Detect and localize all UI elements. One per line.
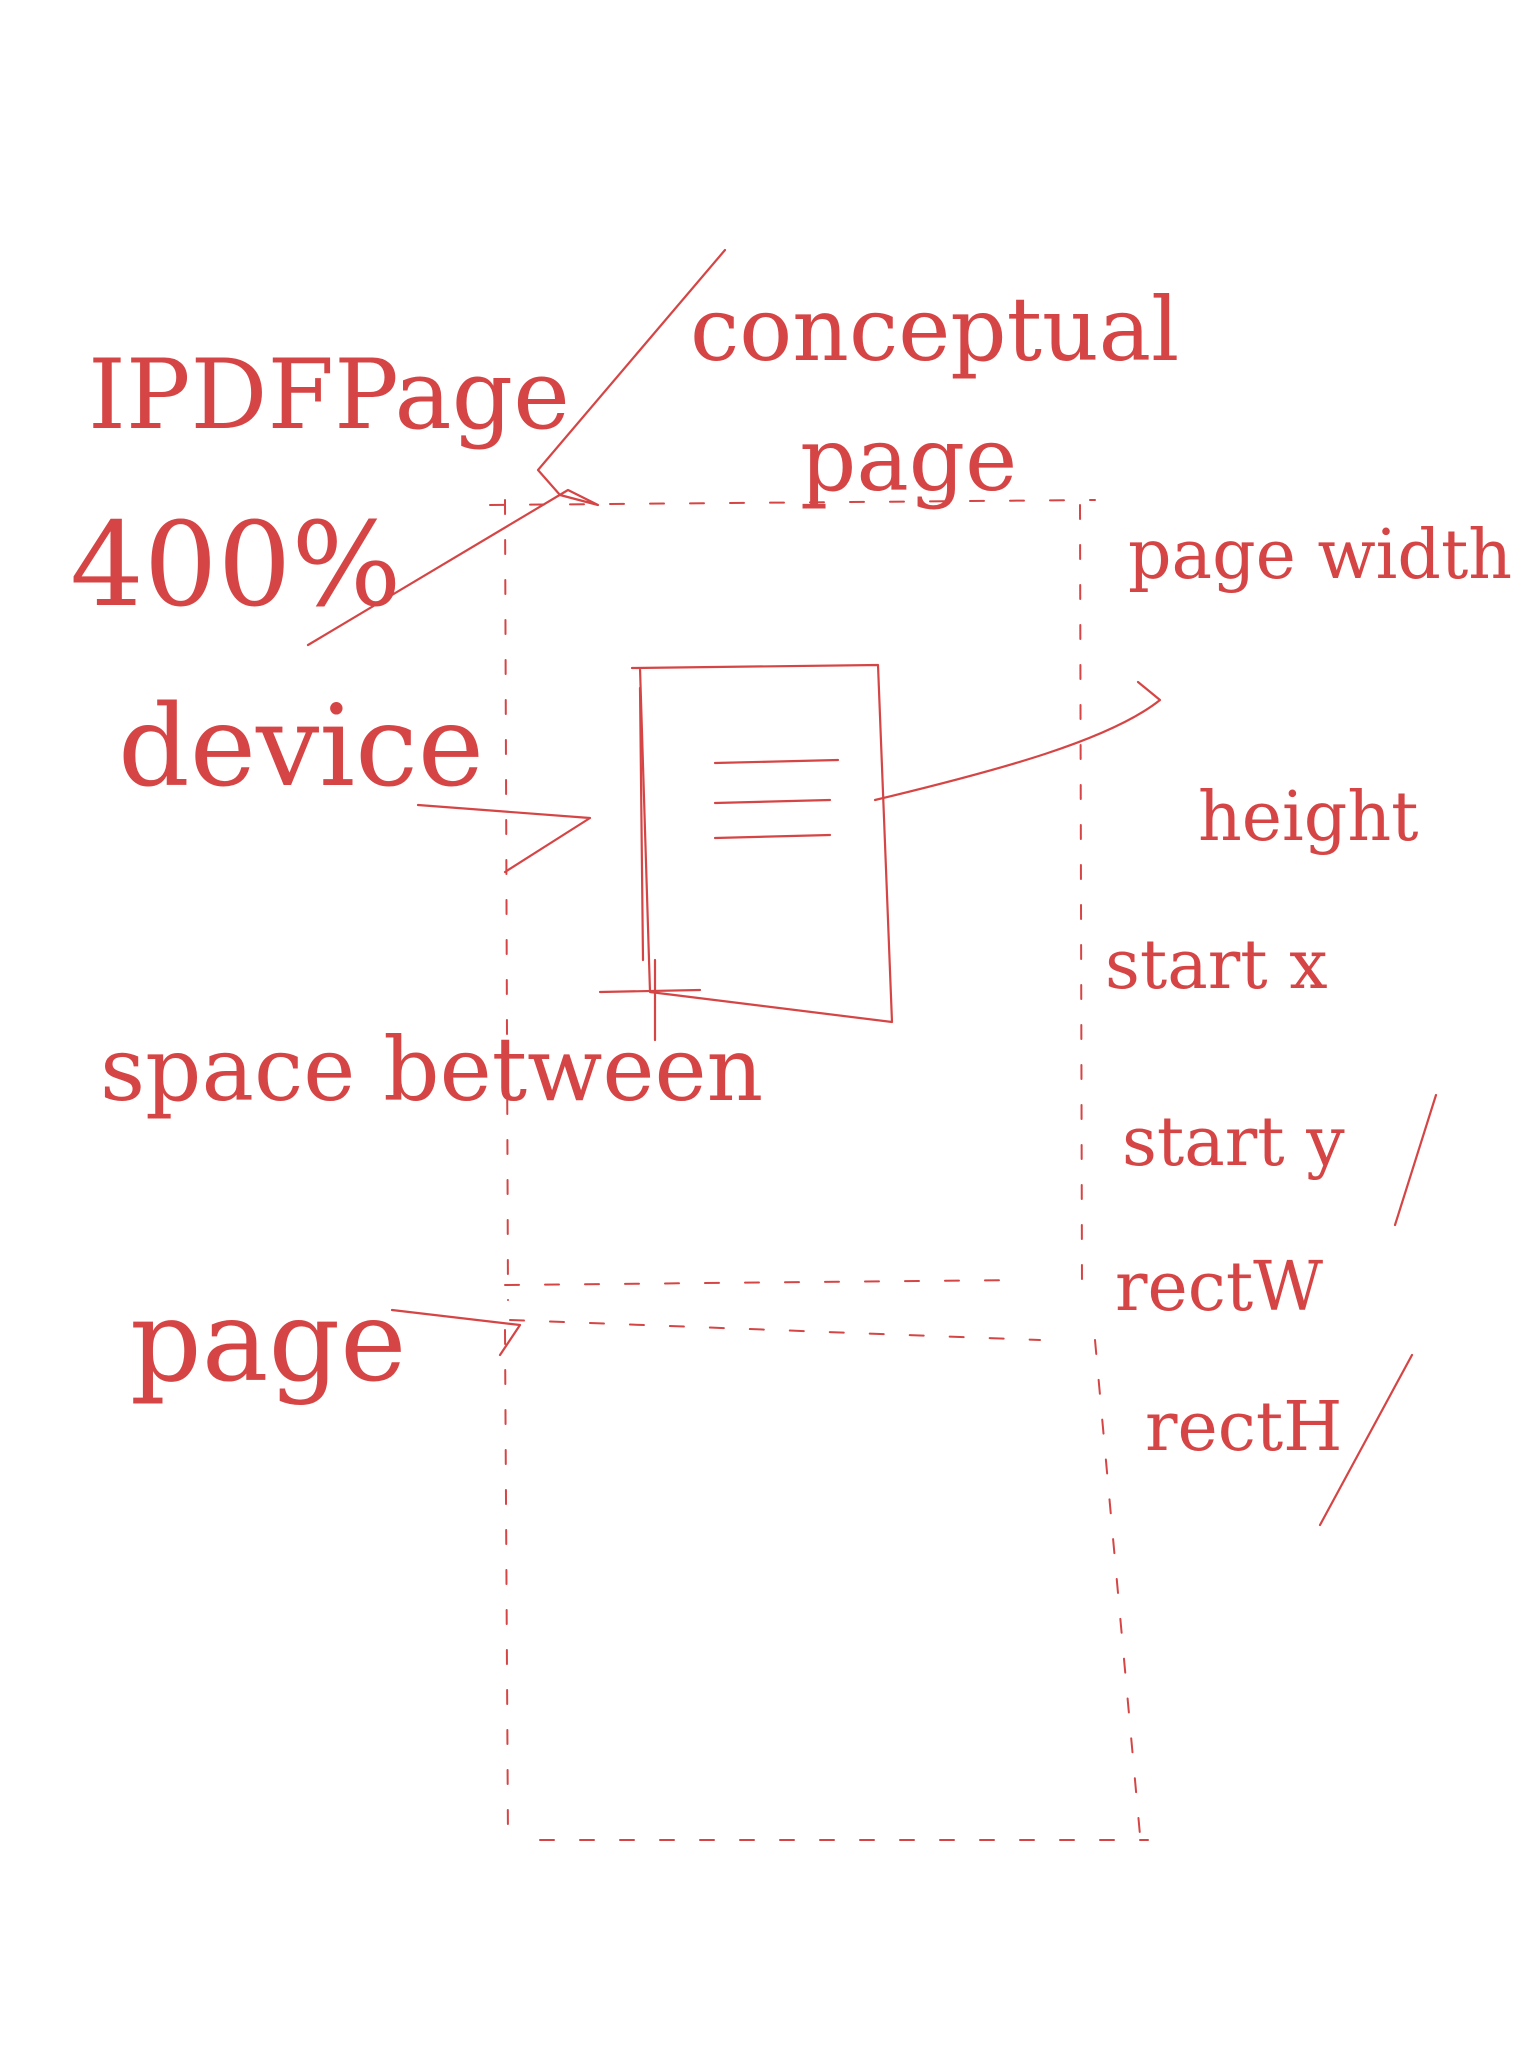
- text-line-2: [713, 798, 832, 805]
- conceptual-label: conceptual: [690, 278, 1179, 381]
- strikethrough-slash: [306, 248, 727, 647]
- device-page: [598, 663, 894, 1042]
- text-line-1: [713, 758, 840, 765]
- start-y-slash: [1393, 1093, 1438, 1227]
- ipdf-page-label: IPDFPage: [88, 339, 570, 451]
- device-arrow: [416, 803, 592, 874]
- rect-w-label: rectW: [1115, 1248, 1323, 1327]
- conceptual-page-2: [504, 1319, 1149, 1841]
- page-width-label: page width: [1128, 516, 1512, 595]
- height-label: height: [1198, 778, 1418, 857]
- space-arrow: [390, 1308, 522, 1357]
- conceptual-page-1: [489, 499, 1096, 1301]
- text-line-3: [713, 833, 832, 840]
- width-arrow: [873, 680, 1162, 802]
- conceptual-page-label: page: [800, 408, 1017, 511]
- zoom-label: 400%: [70, 498, 402, 633]
- start-x-label: start x: [1105, 926, 1328, 1005]
- space-between-page-label: page: [130, 1277, 406, 1407]
- start-y-label: start y: [1122, 1103, 1345, 1182]
- device-label: device: [118, 682, 484, 812]
- rect-h-label: rectH: [1145, 1388, 1342, 1467]
- space-between-label: space between: [100, 1018, 763, 1121]
- rect-h-slash: [1318, 1353, 1414, 1527]
